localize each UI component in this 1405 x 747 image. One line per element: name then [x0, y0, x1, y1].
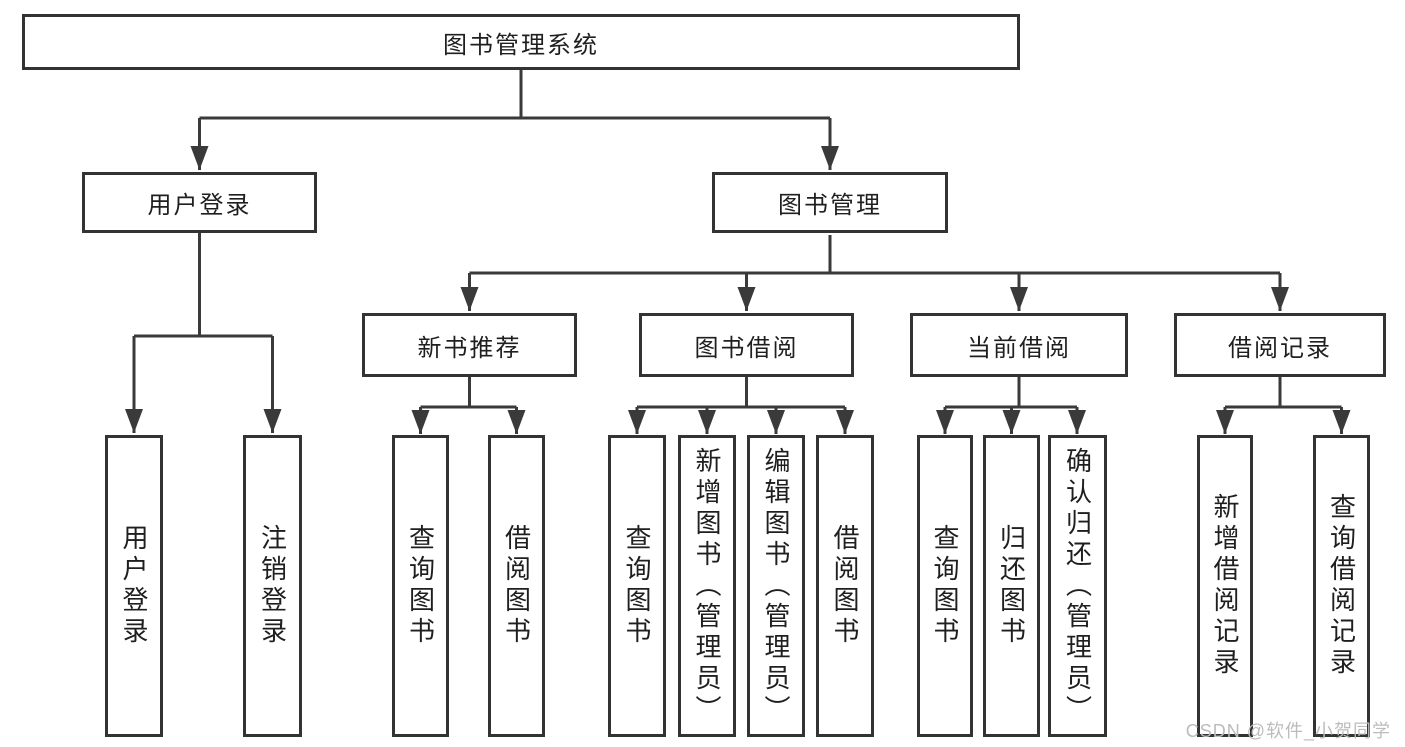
- node-book-borrowing-label: 图书借阅: [694, 334, 799, 362]
- node-user-login-label: 用户登录: [147, 192, 252, 219]
- leaf-current-return-books: 归还图书: [983, 435, 1040, 737]
- leaf-logout: 注销登录: [243, 435, 302, 737]
- leaf-user-login: 用户登录: [105, 435, 163, 737]
- node-current-borrowing-label: 当前借阅: [967, 334, 1071, 362]
- leaf-borrowing-query-books: 查询图书: [608, 435, 666, 737]
- leaf-current-query-books-label: 查询图书: [930, 524, 960, 648]
- leaf-newbooks-query-books: 查询图书: [392, 435, 449, 737]
- node-root: 图书管理系统: [22, 14, 1020, 70]
- leaf-newbooks-query-books-label: 查询图书: [405, 524, 436, 648]
- node-user-login: 用户登录: [82, 172, 317, 233]
- leaf-borrowing-borrow-books: 借阅图书: [816, 435, 874, 737]
- node-book-management: 图书管理: [712, 172, 948, 233]
- leaf-current-confirm-return-admin-label: 确认归还（管理员）: [1062, 446, 1093, 726]
- leaf-logout-label: 注销登录: [257, 524, 288, 648]
- node-borrowing-records: 借阅记录: [1174, 313, 1386, 377]
- leaf-records-add-borrow-record: 新增借阅记录: [1197, 435, 1253, 737]
- node-new-book-recommend-label: 新书推荐: [417, 334, 522, 362]
- leaf-current-query-books: 查询图书: [917, 435, 973, 737]
- leaf-borrowing-edit-books-admin-label: 编辑图书（管理员）: [761, 446, 791, 726]
- leaf-records-add-borrow-record-label: 新增借阅记录: [1210, 493, 1240, 679]
- node-current-borrowing: 当前借阅: [910, 313, 1128, 377]
- node-borrowing-records-label: 借阅记录: [1228, 334, 1332, 362]
- leaf-records-query-borrow-record-label: 查询借阅记录: [1326, 493, 1357, 679]
- node-root-label: 图书管理系统: [443, 31, 599, 59]
- leaf-newbooks-borrow-books-label: 借阅图书: [501, 524, 532, 648]
- leaf-user-login-label: 用户登录: [119, 524, 149, 648]
- node-new-book-recommend: 新书推荐: [362, 313, 577, 377]
- leaf-borrowing-add-books-admin-label: 新增图书（管理员）: [692, 446, 722, 726]
- leaf-newbooks-borrow-books: 借阅图书: [488, 435, 545, 737]
- node-book-borrowing: 图书借阅: [639, 313, 854, 377]
- leaf-records-query-borrow-record: 查询借阅记录: [1313, 435, 1370, 737]
- leaf-borrowing-borrow-books-label: 借阅图书: [830, 524, 860, 648]
- leaf-borrowing-query-books-label: 查询图书: [622, 524, 652, 648]
- leaf-borrowing-add-books-admin: 新增图书（管理员）: [678, 435, 736, 737]
- node-book-management-label: 图书管理: [778, 192, 882, 219]
- csdn-watermark: CSDN @软件_小贺同学: [1185, 721, 1391, 741]
- leaf-current-return-books-label: 归还图书: [996, 524, 1027, 648]
- leaf-borrowing-edit-books-admin: 编辑图书（管理员）: [747, 435, 805, 737]
- leaf-current-confirm-return-admin: 确认归还（管理员）: [1048, 435, 1107, 737]
